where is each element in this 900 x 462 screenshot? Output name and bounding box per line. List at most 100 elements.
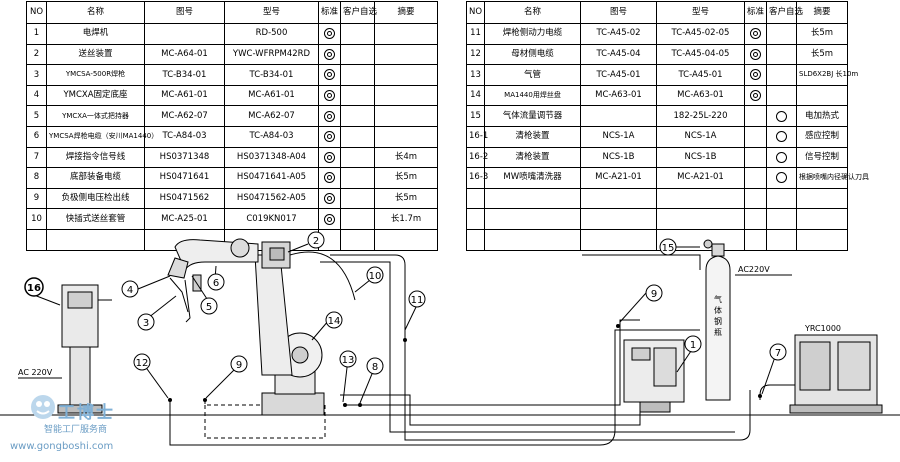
- callout-6: 6: [207, 273, 225, 291]
- welding-power-supply: [623, 339, 685, 413]
- callout-13: 13: [339, 350, 357, 368]
- column-header: 客户自选: [766, 1, 803, 24]
- cylinder-label: 气体钢瓶: [714, 294, 722, 337]
- svg-text:13: 13: [342, 355, 355, 366]
- svg-text:6: 6: [213, 278, 219, 289]
- table-row: [26, 228, 438, 251]
- cable-routes: [169, 251, 795, 446]
- callout-3: 3: [137, 313, 155, 331]
- svg-text:10: 10: [369, 271, 382, 282]
- note-cell: [374, 228, 438, 251]
- no-cell: 16-2: [466, 146, 488, 169]
- svg-text:15: 15: [662, 243, 675, 254]
- cleaning-station: [57, 284, 112, 414]
- column-header: 客户自选: [340, 1, 377, 24]
- svg-text:9: 9: [651, 289, 657, 300]
- controller-label: YRC1000: [804, 324, 841, 333]
- callout-2: 2: [307, 231, 325, 249]
- double-circle-icon: [324, 90, 335, 102]
- callout-14: 14: [325, 311, 343, 329]
- callout-8: 8: [366, 357, 384, 375]
- svg-text:11: 11: [411, 295, 424, 306]
- table-row: [466, 228, 848, 251]
- double-circle-icon: [324, 131, 335, 143]
- circle-icon: [776, 131, 787, 143]
- double-circle-icon: [324, 172, 335, 184]
- watermark-logo-icon: [31, 395, 55, 419]
- double-circle-icon: [750, 28, 761, 40]
- column-header: 摘要: [374, 1, 438, 24]
- ac-label-right: AC220V: [738, 265, 770, 274]
- robot-arm: [167, 238, 325, 416]
- svg-text:12: 12: [136, 358, 149, 369]
- callout-11: 11: [408, 290, 426, 308]
- gas-cylinder: [703, 239, 731, 401]
- callout-9-robot: 9: [230, 355, 248, 373]
- double-circle-icon: [324, 213, 335, 225]
- double-circle-icon: [324, 28, 335, 40]
- column-header: 名称: [484, 1, 581, 24]
- svg-text:14: 14: [328, 316, 341, 327]
- connector-dots: [168, 324, 762, 407]
- column-header: 摘要: [796, 1, 848, 24]
- svg-text:2: 2: [313, 236, 319, 247]
- svg-text:8: 8: [372, 362, 378, 373]
- svg-text:4: 4: [127, 285, 133, 296]
- watermark-subtitle: 智能工厂服务商: [44, 425, 108, 435]
- callout-16: 16: [24, 277, 44, 297]
- custom-option-cell: [766, 146, 797, 169]
- column-header: 型号: [656, 1, 745, 24]
- circle-icon: [776, 151, 787, 163]
- double-circle-icon: [750, 69, 761, 81]
- double-circle-icon: [324, 48, 335, 60]
- custom-option-cell: [766, 105, 797, 127]
- callout-12: 12: [133, 353, 151, 371]
- double-circle-icon: [324, 69, 335, 81]
- double-circle-icon: [750, 48, 761, 60]
- table-row: [466, 187, 848, 210]
- double-circle-icon: [324, 193, 335, 205]
- svg-text:9: 9: [236, 360, 242, 371]
- double-circle-icon: [324, 151, 335, 163]
- ac-label-left: AC 220V: [18, 368, 53, 377]
- callout-1: 1: [684, 335, 702, 353]
- svg-text:7: 7: [775, 348, 781, 359]
- callout-10: 10: [366, 266, 384, 284]
- svg-text:1: 1: [690, 340, 696, 351]
- column-header: 名称: [46, 1, 145, 24]
- standard-cell: [318, 146, 341, 169]
- svg-text:3: 3: [143, 318, 149, 329]
- standard-cell: [318, 64, 341, 86]
- robot-controller: [789, 334, 883, 414]
- callout-5: 5: [200, 297, 218, 315]
- svg-text:16: 16: [27, 283, 41, 294]
- callout-4: 4: [121, 280, 139, 298]
- leader-lines: [33, 243, 777, 404]
- watermark-title: 工博士: [58, 403, 115, 423]
- callout-9-supply: 9: [645, 284, 663, 302]
- double-circle-icon: [750, 90, 761, 102]
- double-circle-icon: [324, 110, 335, 122]
- column-header: 型号: [224, 1, 319, 24]
- watermark-url: www.gongboshi.com: [10, 441, 114, 452]
- standard-cell: [318, 208, 341, 230]
- column-header: 图号: [144, 1, 225, 24]
- note-cell: 长5m: [374, 167, 438, 189]
- callout-7: 7: [769, 343, 787, 361]
- circle-icon: [776, 172, 787, 184]
